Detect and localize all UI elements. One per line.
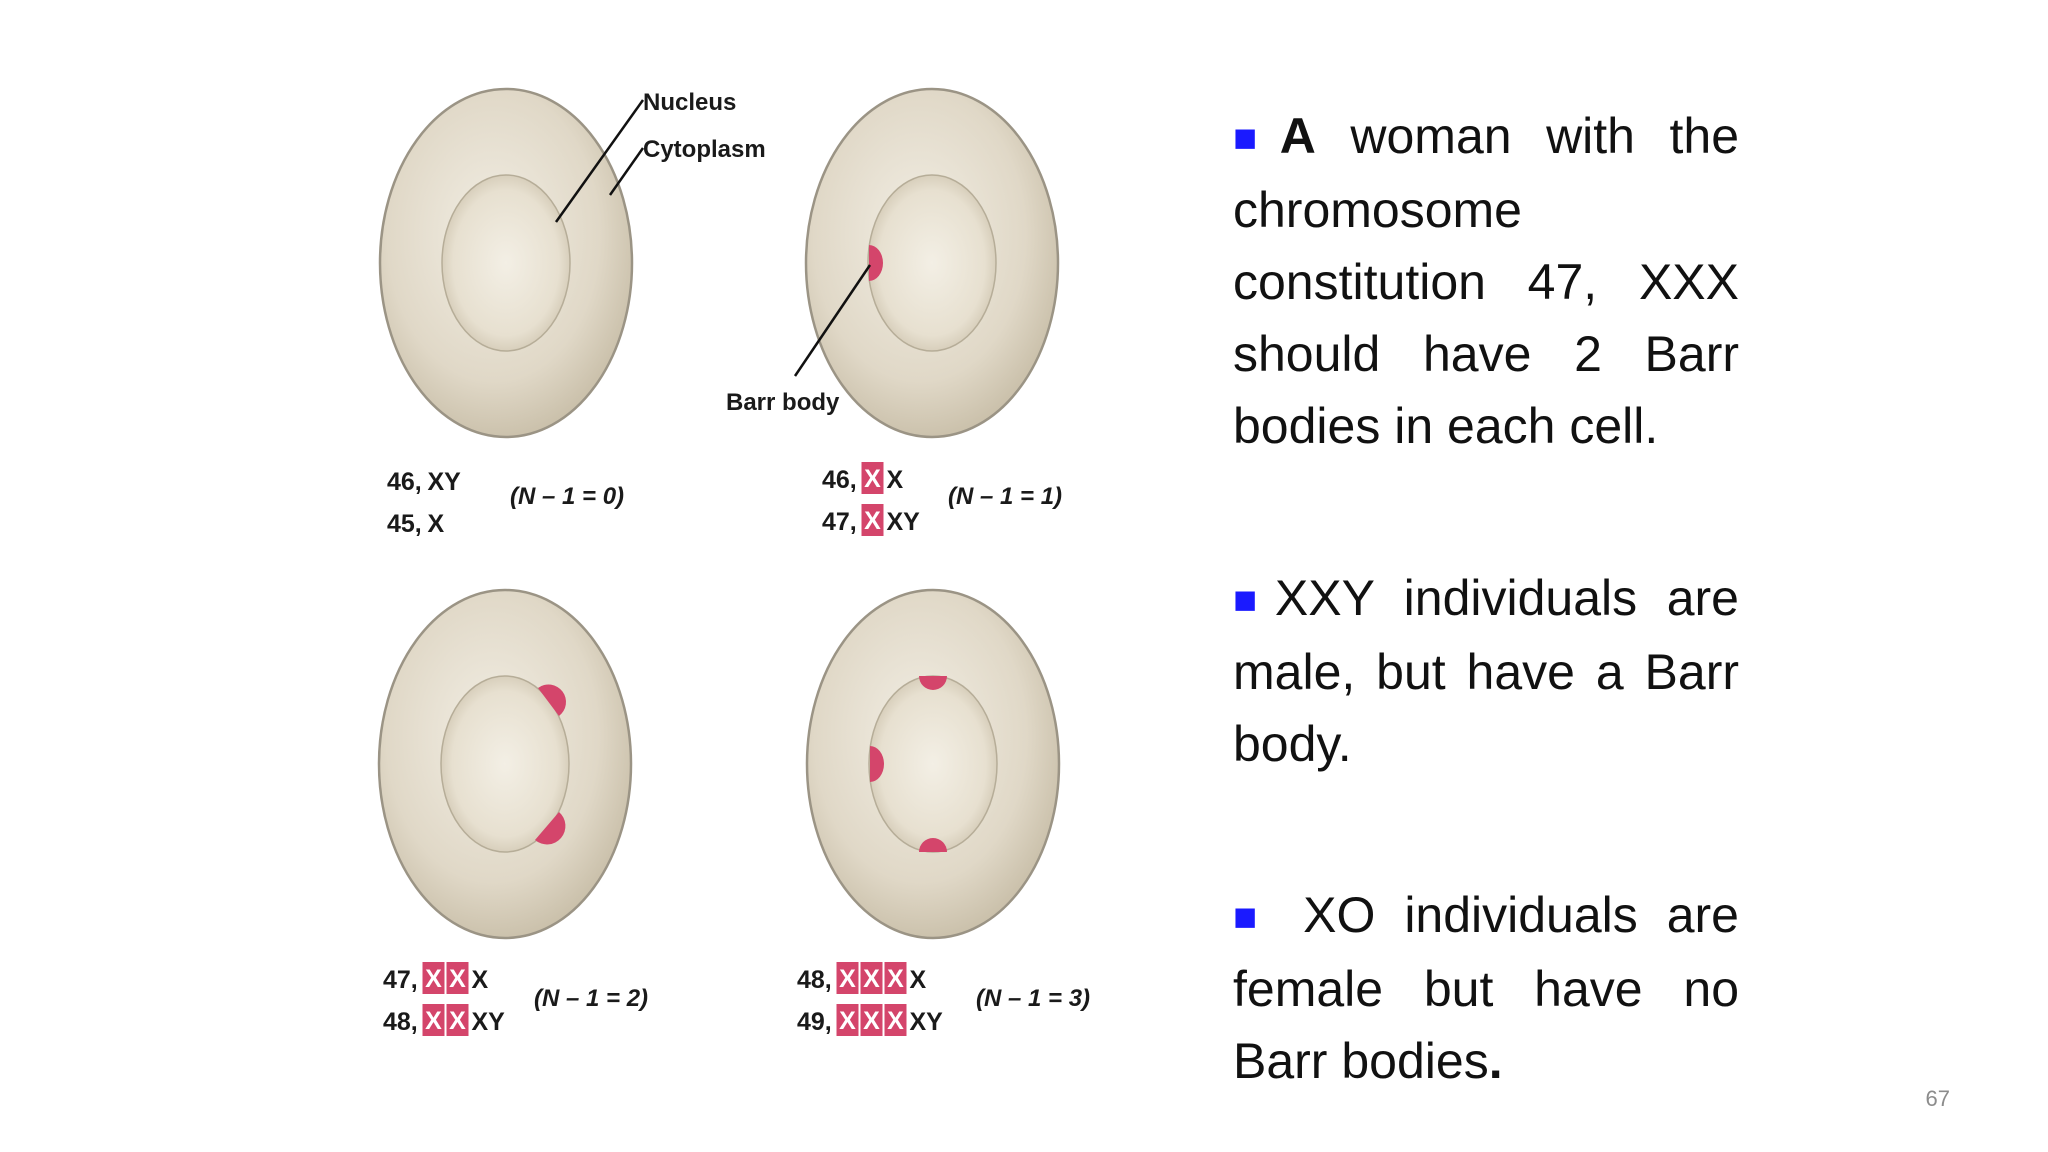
x-chromosome-box bbox=[884, 1004, 907, 1036]
barr-body-mark bbox=[870, 746, 884, 782]
bullet-square-icon: ■ bbox=[1233, 116, 1278, 160]
x-chromosome-box bbox=[836, 962, 859, 994]
x-chromosome-box bbox=[860, 962, 883, 994]
x-chromosome-letter: X bbox=[425, 1007, 442, 1035]
karyotype-prefix: 47, bbox=[383, 966, 418, 994]
x-chromosome-letter: X bbox=[449, 1007, 466, 1035]
nucleus-label: Nucleus bbox=[643, 89, 736, 116]
barr-body-leader-line bbox=[793, 264, 872, 377]
cell-2 bbox=[804, 87, 1060, 439]
karyotype-suffix: X bbox=[887, 466, 904, 494]
x-chromosome-box bbox=[446, 962, 469, 994]
bullet-list: ■A woman with the chromosome constitutio… bbox=[1233, 100, 1739, 1097]
karyotype-prefix: 45, bbox=[387, 510, 422, 538]
barr-body-count-equation: (N – 1 = 1) bbox=[948, 483, 1062, 510]
bullet-square-icon: ■ bbox=[1233, 895, 1273, 939]
x-chromosome-box bbox=[861, 462, 884, 494]
barr-body-diagram: Nucleus Cytoplasm Barr body 46,XY45,X(N … bbox=[377, 87, 1090, 1036]
karyotype-prefix: 49, bbox=[797, 1008, 832, 1036]
bullet-square-icon: ■ bbox=[1233, 578, 1273, 622]
karyotype-suffix: XY bbox=[910, 1008, 944, 1036]
x-chromosome-box bbox=[422, 962, 445, 994]
x-chromosome-box bbox=[422, 1004, 445, 1036]
cell-2-nucleus bbox=[867, 174, 997, 352]
barr-body-mark bbox=[919, 838, 947, 852]
x-chromosome-letter: X bbox=[839, 965, 856, 993]
barr-body-count-equation: (N – 1 = 2) bbox=[534, 985, 648, 1012]
cytoplasm-leader-line bbox=[608, 147, 645, 196]
karyotype-prefix: 48, bbox=[797, 966, 832, 994]
bullet-item: ■ XO individuals are female but have no … bbox=[1233, 887, 1739, 1089]
barr-body-mark bbox=[535, 812, 566, 845]
cell-3-nucleus bbox=[440, 675, 570, 853]
cell-1 bbox=[378, 87, 634, 439]
barr-body-mark bbox=[919, 676, 947, 690]
x-chromosome-letter: X bbox=[864, 465, 881, 493]
x-chromosome-letter: X bbox=[863, 965, 880, 993]
x-chromosome-letter: X bbox=[887, 1007, 904, 1035]
karyotype-suffix: XY bbox=[428, 468, 462, 496]
cell-4-nucleus bbox=[868, 675, 998, 853]
barr-body-mark bbox=[869, 245, 883, 281]
x-chromosome-box bbox=[861, 504, 884, 536]
karyotype-suffix: X bbox=[428, 510, 445, 538]
barr-body-mark bbox=[538, 684, 566, 716]
barr-body-count-equation: (N – 1 = 3) bbox=[976, 985, 1090, 1012]
x-chromosome-letter: X bbox=[864, 507, 881, 535]
bullet-item: ■XXY individuals are male, but have a Ba… bbox=[1233, 570, 1739, 772]
karyotype-prefix: 46, bbox=[822, 466, 857, 494]
karyotype-prefix: 48, bbox=[383, 1008, 418, 1036]
x-chromosome-letter: X bbox=[449, 965, 466, 993]
karyotype-suffix: X bbox=[910, 966, 927, 994]
nucleus-leader-line bbox=[554, 99, 645, 223]
x-chromosome-box bbox=[884, 962, 907, 994]
x-chromosome-letter: X bbox=[425, 965, 442, 993]
bullet-item: ■A woman with the chromosome constitutio… bbox=[1233, 108, 1739, 454]
x-chromosome-letter: X bbox=[839, 1007, 856, 1035]
cell-4 bbox=[805, 588, 1061, 940]
x-chromosome-box bbox=[836, 1004, 859, 1036]
cytoplasm-label: Cytoplasm bbox=[643, 136, 766, 163]
x-chromosome-letter: X bbox=[887, 965, 904, 993]
karyotype-suffix: XY bbox=[472, 1008, 506, 1036]
x-chromosome-letter: X bbox=[863, 1007, 880, 1035]
karyotype-suffix: X bbox=[472, 966, 489, 994]
karyotype-prefix: 47, bbox=[822, 508, 857, 536]
cell-1-nucleus bbox=[441, 174, 571, 352]
x-chromosome-box bbox=[860, 1004, 883, 1036]
cell-3 bbox=[377, 588, 633, 940]
barr-body-label: Barr body bbox=[726, 389, 840, 416]
karyotype-prefix: 46, bbox=[387, 468, 422, 496]
page-number: 67 bbox=[1925, 1086, 1950, 1111]
x-chromosome-box bbox=[446, 1004, 469, 1036]
barr-body-count-equation: (N – 1 = 0) bbox=[510, 483, 624, 510]
karyotype-suffix: XY bbox=[887, 508, 921, 536]
